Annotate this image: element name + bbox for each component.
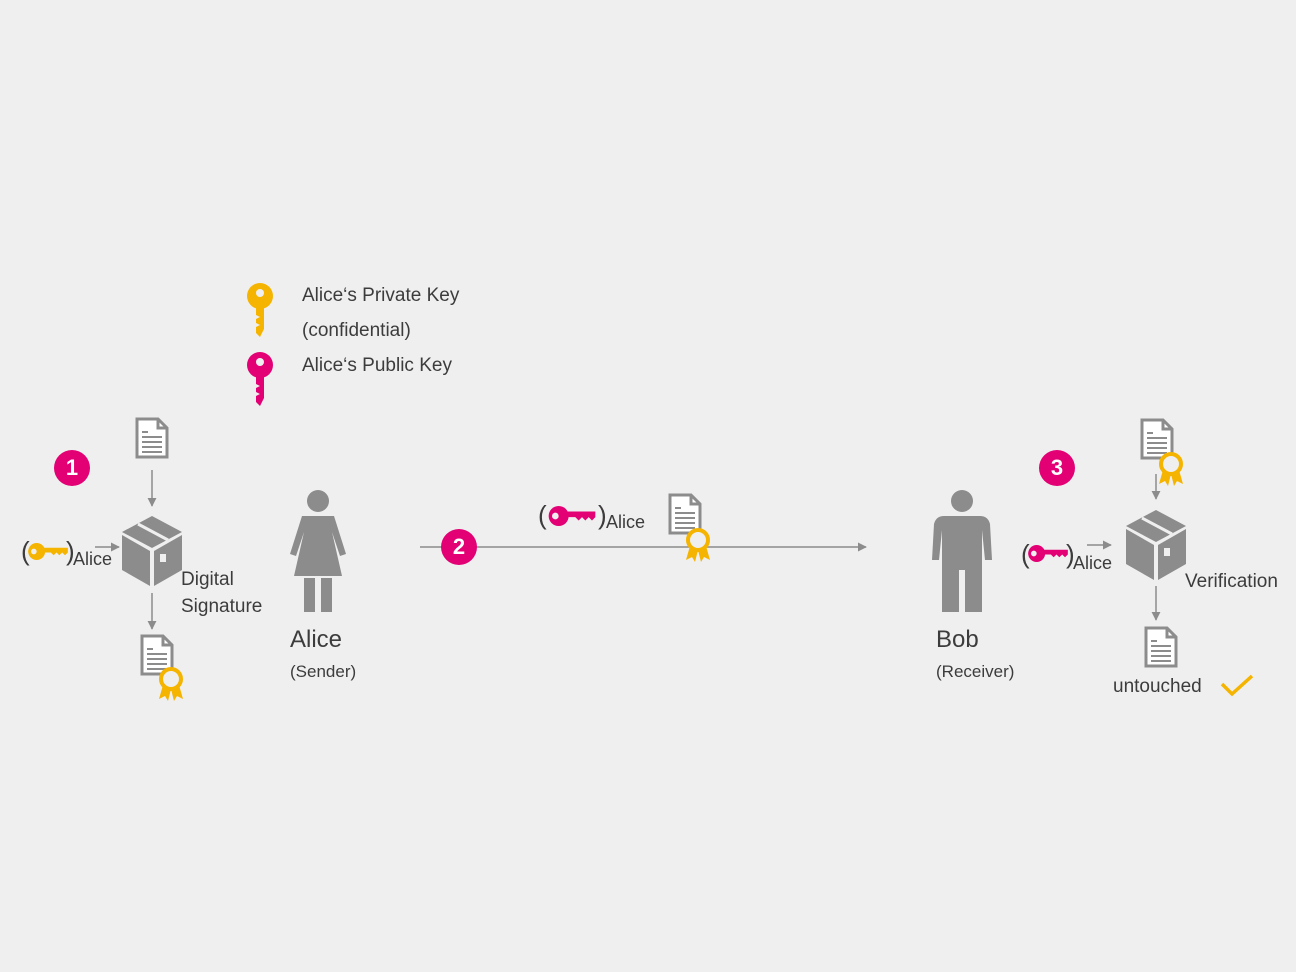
- woman-figure-icon: [288, 490, 348, 612]
- legend-public-key-label: Alice‘s Public Key: [302, 355, 452, 376]
- document-icon: [1144, 626, 1178, 668]
- seal-icon: [157, 667, 185, 701]
- receiver-role: (Receiver): [936, 662, 1015, 681]
- public-key-icon: [246, 352, 274, 406]
- paren-close: ): [598, 500, 607, 530]
- paren-open: (: [538, 500, 547, 530]
- step-1-badge: 1: [54, 450, 90, 486]
- paren-close: ): [1066, 539, 1075, 569]
- verification-label: Verification: [1185, 571, 1278, 592]
- document-icon: [135, 417, 169, 459]
- signature-label: Signature: [181, 596, 263, 617]
- seal-icon: [684, 528, 712, 562]
- digital-label: Digital: [181, 569, 234, 590]
- step2-key-owner: Alice: [606, 512, 646, 532]
- private-key-icon: [246, 283, 274, 337]
- seal-icon: [1157, 452, 1185, 486]
- receiver-name: Bob: [936, 626, 979, 653]
- legend-private-key-label: Alice‘s Private Key: [302, 285, 460, 306]
- paren-open: (: [1021, 539, 1030, 569]
- box-icon: [120, 514, 184, 588]
- step-3-badge: 3: [1039, 450, 1075, 486]
- public-key-icon: [547, 506, 597, 526]
- paren-close: ): [66, 536, 75, 566]
- legend-confidential-label: (confidential): [302, 320, 411, 341]
- step1-key-owner: Alice: [73, 549, 113, 569]
- box-icon: [1124, 508, 1188, 582]
- public-key-icon: [1028, 545, 1068, 562]
- man-figure-icon: [932, 490, 992, 612]
- step-2-badge: 2: [441, 529, 477, 565]
- paren-open: (: [21, 536, 30, 566]
- sender-role: (Sender): [290, 662, 357, 681]
- private-key-icon: [28, 543, 68, 560]
- sender-name: Alice: [290, 626, 343, 653]
- step3-key-owner: Alice: [1073, 553, 1113, 573]
- untouched-label: untouched: [1113, 676, 1202, 697]
- checkmark-icon: [1220, 674, 1254, 697]
